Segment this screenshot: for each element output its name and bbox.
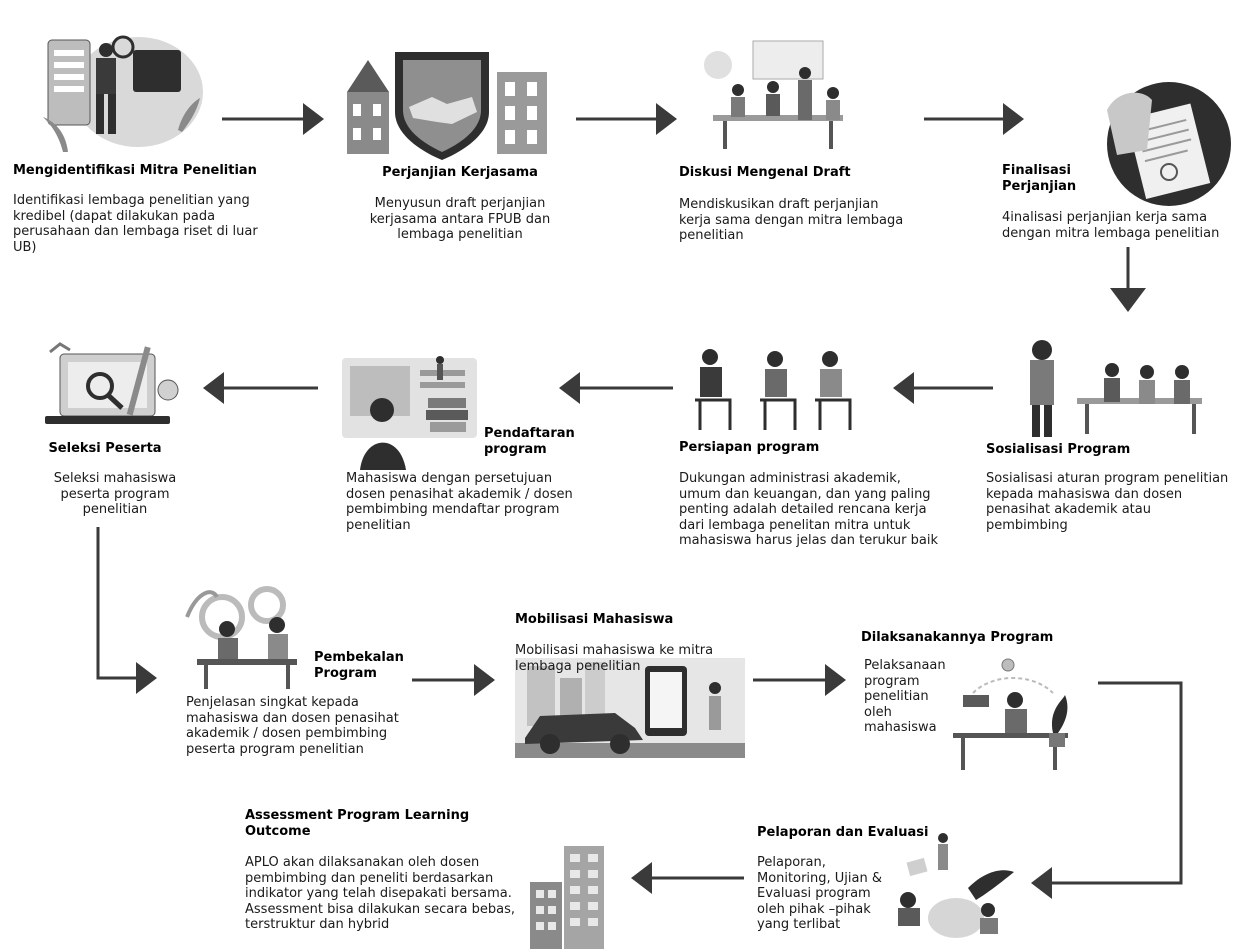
step-title-mobilisasi: Mobilisasi Mahasiswa xyxy=(515,612,674,627)
arrow-7-8-head xyxy=(203,372,224,404)
finalization-document-illustration xyxy=(1107,82,1231,206)
step-title-pembekalan: Pembekalan Program xyxy=(314,650,404,681)
arrow-3-4-head xyxy=(1003,103,1024,135)
arrow-10-11-head xyxy=(825,664,846,696)
step-desc-finalisasi: 4inalisasi perjanjian kerja sama dengan … xyxy=(1002,210,1220,241)
arrow-2-3-head xyxy=(656,103,677,135)
step-title-mengidentifikasi: Mengidentifikasi Mitra Penelitian xyxy=(13,163,257,178)
step-title-pendaftaran: Pendaftaran program xyxy=(484,426,575,457)
socialization-meeting-illustration xyxy=(1030,340,1202,437)
arrow-5-6-head xyxy=(893,372,914,404)
step-desc-mobilisasi: Mobilisasi mahasiswa ke mitra lembaga pe… xyxy=(515,643,714,674)
implementation-work-illustration xyxy=(953,658,1068,770)
step-desc-pembekalan: Penjelasan singkat kepada mahasiswa dan … xyxy=(186,695,399,757)
arrow-1-2-head xyxy=(303,103,324,135)
step-desc-pelaporan: Pelaporan, Monitoring, Ujian & Evaluasi … xyxy=(757,855,882,932)
step-title-perjanjian-kerjasama: Perjanjian Kerjasama xyxy=(382,165,538,180)
step-title-persiapan: Persiapan program xyxy=(679,440,820,455)
step-desc-sosialisasi: Sosialisasi aturan program penelitian ke… xyxy=(986,471,1229,533)
step-desc-perjanjian-kerjasama: Menyusun draft perjanjian kerjasama anta… xyxy=(369,196,551,242)
arrow-8-9-head xyxy=(136,662,157,694)
step-desc-diskusi: Mendiskusikan draft perjanjian kerja sam… xyxy=(679,197,904,243)
registration-illustration xyxy=(342,356,477,470)
arrow-12-13-head xyxy=(631,862,652,894)
step-title-pelaporan: Pelaporan dan Evaluasi xyxy=(757,825,929,840)
handshake-building-illustration xyxy=(347,52,547,160)
step-title-finalisasi: Finalisasi Perjanjian xyxy=(1002,163,1077,194)
research-partner-illustration xyxy=(43,35,203,152)
step-desc-assessment: APLO akan dilaksanakan oleh dosen pembim… xyxy=(245,855,515,932)
step-desc-seleksi: Seleksi mahasiswa peserta program peneli… xyxy=(53,471,177,517)
step-title-assessment: Assessment Program Learning Outcome xyxy=(245,808,470,839)
arrow-8-9 xyxy=(96,527,138,680)
arrow-11-12-head xyxy=(1031,867,1052,899)
briefing-illustration xyxy=(185,586,297,689)
step-title-seleksi: Seleksi Peserta xyxy=(48,441,162,456)
step-desc-dilaksanakannya: Pelaksanaan program penelitian oleh maha… xyxy=(864,658,946,735)
mobilization-car-illustration xyxy=(515,658,745,758)
arrow-4-5-head xyxy=(1110,288,1146,312)
reporting-evaluation-illustration xyxy=(898,833,1014,938)
step-desc-pendaftaran: Mahasiswa dengan persetujuan dosen penas… xyxy=(346,471,573,533)
step-title-dilaksanakannya: Dilaksanakannya Program xyxy=(861,630,1054,645)
step-title-sosialisasi: Sosialisasi Program xyxy=(986,442,1131,457)
step-desc-mengidentifikasi: Identifikasi lembaga penelitian yang kre… xyxy=(13,193,258,255)
step-title-diskusi: Diskusi Mengenal Draft xyxy=(679,165,851,180)
discussion-illustration xyxy=(704,40,843,149)
arrow-11-12 xyxy=(1050,681,1183,885)
assessment-building-illustration xyxy=(530,846,604,949)
preparation-illustration xyxy=(695,349,852,430)
step-desc-persiapan: Dukungan administrasi akademik, umum dan… xyxy=(679,471,938,548)
selection-laptop-illustration xyxy=(45,342,179,424)
arrow-6-7-head xyxy=(559,372,580,404)
arrow-9-10-head xyxy=(474,664,495,696)
